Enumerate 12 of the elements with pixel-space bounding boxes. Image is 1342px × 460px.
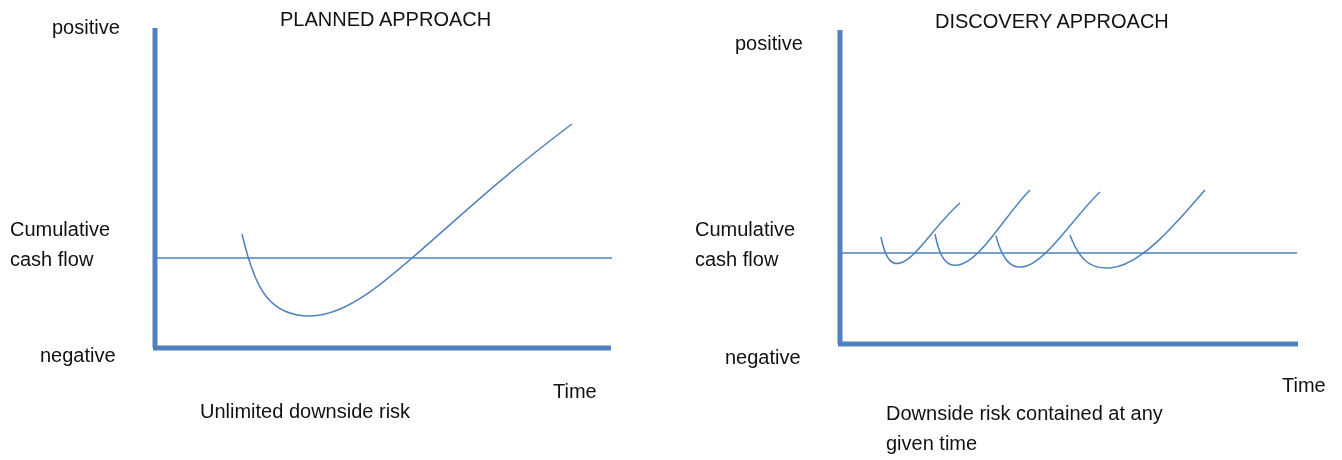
- label: positive: [735, 31, 803, 56]
- label: Unlimited downside risk: [200, 399, 411, 424]
- label: negative: [725, 345, 801, 370]
- label: Downside risk contained at any given time: [886, 401, 1164, 456]
- label: Time: [553, 379, 597, 404]
- label: positive: [52, 15, 120, 40]
- label: Cumulative cash flow: [695, 217, 797, 272]
- label: PLANNED APPROACH: [280, 7, 492, 32]
- label: Cumulative cash flow: [10, 217, 112, 272]
- label: Time: [1282, 373, 1326, 398]
- label: DISCOVERY APPROACH: [935, 9, 1169, 34]
- label: negative: [40, 343, 116, 368]
